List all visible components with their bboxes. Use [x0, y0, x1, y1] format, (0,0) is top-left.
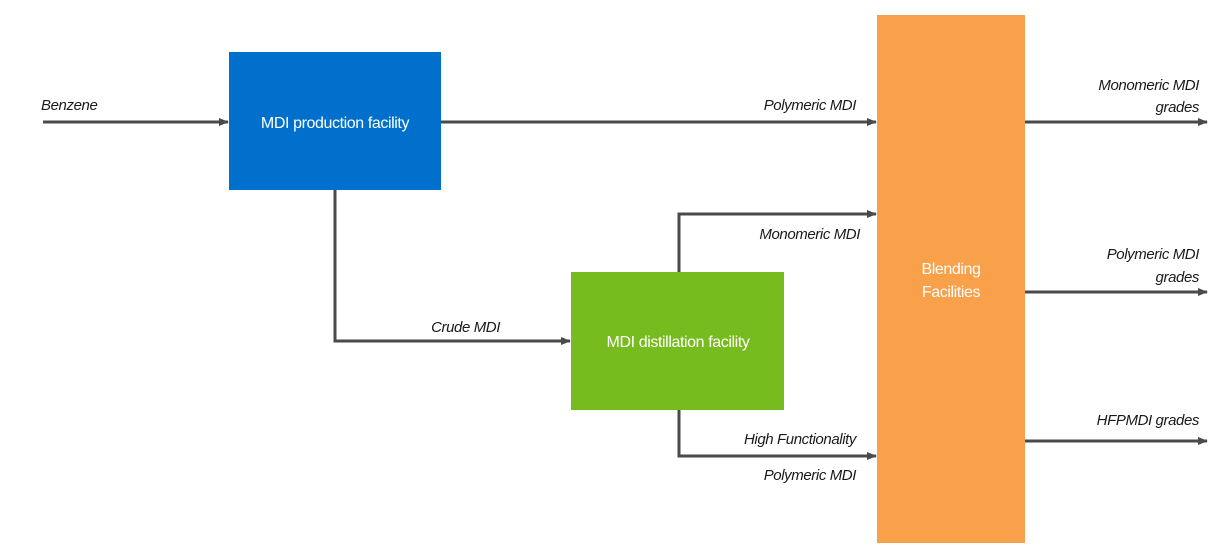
mdi-production-facility-label: MDI production facility — [261, 115, 410, 132]
hfpmdi-grades-label: HFPMDI grades — [1097, 412, 1200, 429]
crude-mdi-arrow — [333, 190, 571, 345]
benzene-label: Benzene — [41, 97, 97, 114]
blending-facilities-box — [877, 15, 1025, 543]
monomeric-mdi-label: Monomeric MDI — [759, 226, 860, 243]
polymeric-mdi-label: Polymeric MDI — [764, 97, 857, 114]
monomeric-grades-label-line2: grades — [1156, 99, 1200, 116]
crude-mdi-label: Crude MDI — [431, 319, 500, 336]
polymeric-grades-label-line1: Polymeric MDI — [1107, 246, 1200, 263]
mdi-distillation-facility-box — [571, 272, 784, 410]
blending-facilities-label-line2: Facilities — [922, 284, 981, 301]
high-functionality-label: High Functionality — [744, 431, 858, 448]
monomeric-grades-label-line1: Monomeric MDI — [1098, 77, 1199, 94]
polymeric-grades-label-line2: grades — [1156, 269, 1200, 286]
mdi-production-facility-box — [229, 52, 441, 190]
hf-polymeric-mdi-label: Polymeric MDI — [764, 467, 857, 484]
mdi-distillation-facility-label: MDI distillation facility — [607, 334, 750, 351]
monomeric-mdi-arrow — [677, 210, 877, 272]
hf-polymeric-mdi-arrow — [677, 410, 877, 460]
blending-facilities-label-line1: Blending — [921, 261, 980, 278]
